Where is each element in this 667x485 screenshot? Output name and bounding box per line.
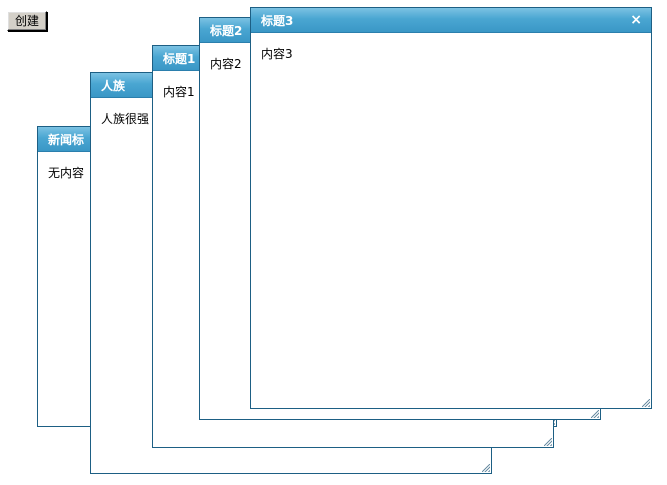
close-icon[interactable]: × [630, 12, 642, 28]
resize-grip-icon[interactable] [482, 464, 490, 472]
create-button[interactable]: 创建 [7, 11, 47, 31]
dialog-content: 无内容 [48, 166, 85, 180]
dialog-window-title3[interactable]: 标题3 × 内容3 [250, 7, 652, 409]
resize-grip-icon[interactable] [591, 410, 599, 418]
dialog-content: 人族很强 [101, 112, 150, 126]
dialog-title: 标题2 [210, 24, 243, 38]
dialog-title: 新闻标 [48, 133, 85, 147]
dialog-title: 标题1 [163, 52, 196, 66]
resize-grip-icon[interactable] [544, 438, 552, 446]
dialog-content: 内容2 [210, 57, 242, 71]
dialog-title: 人族 [101, 79, 126, 93]
resize-grip-icon[interactable] [642, 399, 650, 407]
dialog-content: 内容1 [163, 85, 195, 99]
dialog-title: 标题3 [261, 14, 294, 28]
dialog-titlebar[interactable]: 标题3 × [251, 8, 651, 33]
dialog-content: 内容3 [261, 47, 293, 61]
